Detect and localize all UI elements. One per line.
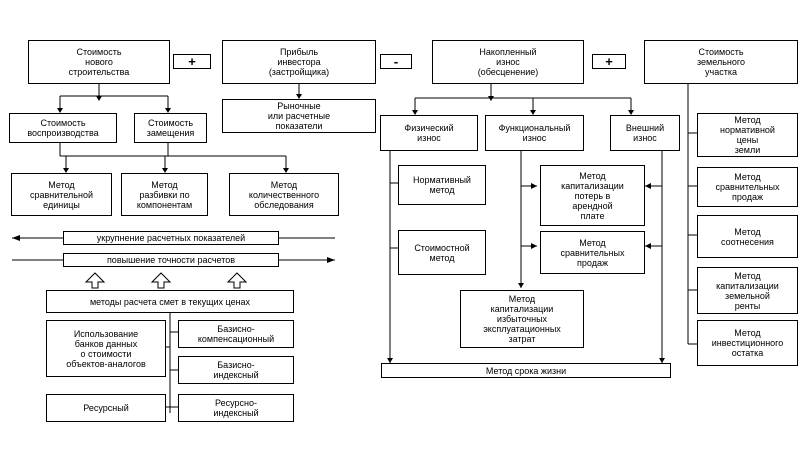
- lease-loss-capitalization-label: Метод капитализации потерь в арендной пл…: [561, 170, 624, 221]
- lifetime-method-box: Метод срока жизни: [381, 363, 671, 378]
- physical-wear-label: Физический износ: [404, 123, 454, 143]
- lease-loss-capitalization-box: Метод капитализации потерь в арендной пл…: [540, 165, 645, 226]
- data-banks-label: Использование банков данных о стоимости …: [66, 328, 146, 369]
- quantity-survey-label: Метод количественного обследования: [248, 179, 320, 210]
- comparative-sales-label: Метод сравнительных продаж: [560, 237, 625, 268]
- minus-sign: -: [393, 54, 399, 69]
- external-wear-box: Внешний износ: [610, 115, 680, 151]
- accuracy-label: повышение точности расчетов: [106, 255, 236, 265]
- land-residual-label: Метод инвестиционного остатка: [711, 328, 784, 358]
- land-value-box: Стоимость земельного участка: [644, 40, 798, 84]
- external-wear-label: Внешний износ: [625, 123, 665, 143]
- land-comparative-sales-label: Метод сравнительных продаж: [715, 172, 780, 202]
- resource-box: Ресурсный: [46, 394, 166, 422]
- replacement-cost-box: Стоимость замещения: [134, 113, 207, 143]
- resource-label: Ресурсный: [83, 403, 129, 413]
- resource-index-box: Ресурсно- индексный: [178, 394, 294, 422]
- data-banks-box: Использование банков данных о стоимости …: [46, 320, 166, 377]
- land-ratio-label: Метод соотнесения: [721, 226, 774, 247]
- accuracy-label-box: повышение точности расчетов: [63, 253, 279, 267]
- land-rent-capitalization-box: Метод капитализации земельной ренты: [697, 267, 798, 314]
- plus-sign: +: [188, 54, 196, 69]
- land-normative-price-label: Метод нормативной цены земли: [720, 115, 775, 155]
- reproduction-cost-label: Стоимость воспроизводства: [27, 118, 99, 138]
- accumulated-wear-label: Накопленный износ (обесценение): [477, 47, 539, 77]
- quantity-survey-method-box: Метод количественного обследования: [229, 173, 339, 216]
- land-value-label: Стоимость земельного участка: [697, 47, 745, 77]
- basis-index-label: Базисно- индексный: [213, 360, 259, 380]
- normative-method-label: Нормативный метод: [413, 175, 471, 195]
- component-breakdown-method-box: Метод разбивки по компонентам: [121, 173, 208, 216]
- reproduction-cost-box: Стоимость воспроизводства: [9, 113, 117, 143]
- minus-operator: -: [380, 54, 412, 69]
- cost-method-box: Стоимостной метод: [398, 230, 486, 275]
- comparative-sales-box: Метод сравнительных продаж: [540, 231, 645, 274]
- land-normative-price-box: Метод нормативной цены земли: [697, 113, 798, 157]
- accumulated-wear-box: Накопленный износ (обесценение): [432, 40, 584, 84]
- excess-costs-capitalization-box: Метод капитализации избыточных эксплуата…: [460, 290, 584, 348]
- market-indicators-label: Рыночные или расчетные показатели: [267, 101, 331, 131]
- enlargement-label-box: укрупнение расчетных показателей: [63, 231, 279, 245]
- new-construction-cost-label: Стоимость нового строительства: [68, 47, 130, 77]
- resource-index-label: Ресурсно- индексный: [213, 398, 259, 418]
- land-rent-capitalization-label: Метод капитализации земельной ренты: [716, 270, 779, 311]
- excess-costs-capitalization-label: Метод капитализации избыточных эксплуата…: [483, 294, 561, 344]
- plus-operator: +: [173, 54, 211, 69]
- land-residual-box: Метод инвестиционного остатка: [697, 320, 798, 366]
- plus-sign-2: +: [605, 54, 613, 69]
- market-indicators-box: Рыночные или расчетные показатели: [222, 99, 376, 133]
- enlargement-label: укрупнение расчетных показателей: [96, 233, 246, 243]
- replacement-cost-label: Стоимость замещения: [146, 118, 195, 138]
- functional-wear-box: Функциональный износ: [485, 115, 584, 151]
- basis-compensation-label: Базисно- компенсационный: [197, 324, 275, 344]
- land-comparative-sales-box: Метод сравнительных продаж: [697, 167, 798, 207]
- investor-profit-box: Прибыль инвестора (застройщика): [222, 40, 376, 84]
- lifetime-method-label: Метод срока жизни: [485, 365, 567, 376]
- plus-operator-2: +: [592, 54, 626, 69]
- land-ratio-box: Метод соотнесения: [697, 215, 798, 258]
- basis-compensation-box: Базисно- компенсационный: [178, 320, 294, 348]
- basis-index-box: Базисно- индексный: [178, 356, 294, 384]
- comparative-unit-label: Метод сравнительной единицы: [30, 179, 93, 210]
- new-construction-cost-box: Стоимость нового строительства: [28, 40, 170, 84]
- component-breakdown-label: Метод разбивки по компонентам: [136, 179, 193, 210]
- physical-wear-box: Физический износ: [380, 115, 478, 151]
- functional-wear-label: Функциональный износ: [498, 123, 571, 143]
- estimate-methods-label: методы расчета смет в текущих ценах: [89, 296, 251, 307]
- estimate-methods-box: методы расчета смет в текущих ценах: [46, 290, 294, 313]
- comparative-unit-method-box: Метод сравнительной единицы: [11, 173, 112, 216]
- normative-method-box: Нормативный метод: [398, 165, 486, 205]
- cost-method-label: Стоимостной метод: [414, 242, 470, 263]
- investor-profit-label: Прибыль инвестора (застройщика): [268, 47, 330, 77]
